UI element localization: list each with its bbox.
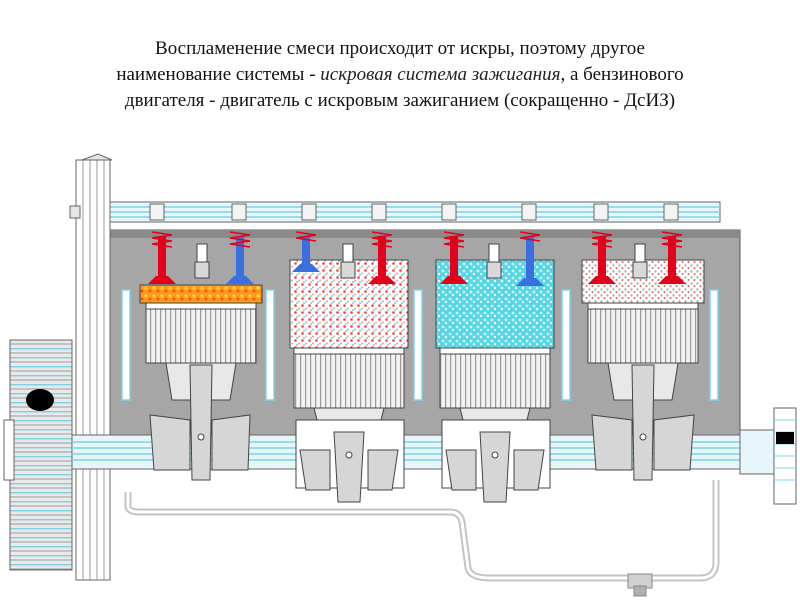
combustion-chamber: [139, 284, 263, 304]
piston-2: [293, 347, 405, 409]
caption-line-2-end: , а бензинового: [560, 64, 684, 85]
intake-valve-1: [158, 236, 166, 284]
intake-valve-3: [450, 236, 458, 284]
exhaust-valve-2: [302, 236, 310, 272]
cylinder-2: [289, 259, 409, 503]
caption-line-2-start: наименование системы -: [116, 64, 321, 85]
exhaust-valve-4: [668, 236, 676, 284]
valve-springs: [151, 231, 683, 248]
oil-drain-plug: [627, 573, 653, 597]
cylinder-1: [139, 284, 263, 481]
caption-emphasis: искровая система зажигания: [320, 64, 561, 85]
piston-4: [587, 302, 699, 364]
spark-plug-3: [486, 243, 502, 279]
connecting-rod-2: [333, 431, 365, 503]
exhaust-valve-1: [236, 236, 244, 284]
oil-line: [124, 480, 720, 582]
flywheel: [3, 339, 73, 571]
coolant-passages: [121, 289, 719, 401]
block-head-edge: [100, 230, 740, 238]
flywheel-hole-icon: [26, 389, 54, 411]
engine-diagram: [3, 153, 797, 597]
connecting-rod-1: [189, 364, 213, 481]
spark-plug-4: [632, 243, 648, 279]
slide-caption: Воспламенение смеси происходит от искры,…: [20, 36, 780, 114]
spark-plug-2: [340, 243, 356, 279]
caption-line-1: Воспламенение смеси происходит от искры,…: [155, 38, 645, 59]
cylinder-3: [435, 259, 555, 503]
connecting-rod-3: [479, 431, 511, 503]
caption-line-2: наименование системы - искровая система …: [20, 62, 780, 88]
front-pulley: [739, 407, 797, 505]
oil-line-inner: [126, 480, 718, 580]
intake-valve-4: [598, 236, 606, 284]
camshaft: [99, 201, 721, 223]
piston-1: [145, 302, 257, 364]
timing-belt: [69, 153, 113, 581]
valve-train: [148, 231, 686, 286]
caption-line-3: двигателя - двигатель с искровым зажиган…: [124, 90, 676, 111]
connecting-rod-4: [631, 364, 655, 481]
piston-3: [439, 347, 551, 409]
intake-valve-2: [378, 236, 386, 284]
exhaust-valve-3: [526, 236, 534, 286]
spark-plug-1: [194, 243, 210, 279]
